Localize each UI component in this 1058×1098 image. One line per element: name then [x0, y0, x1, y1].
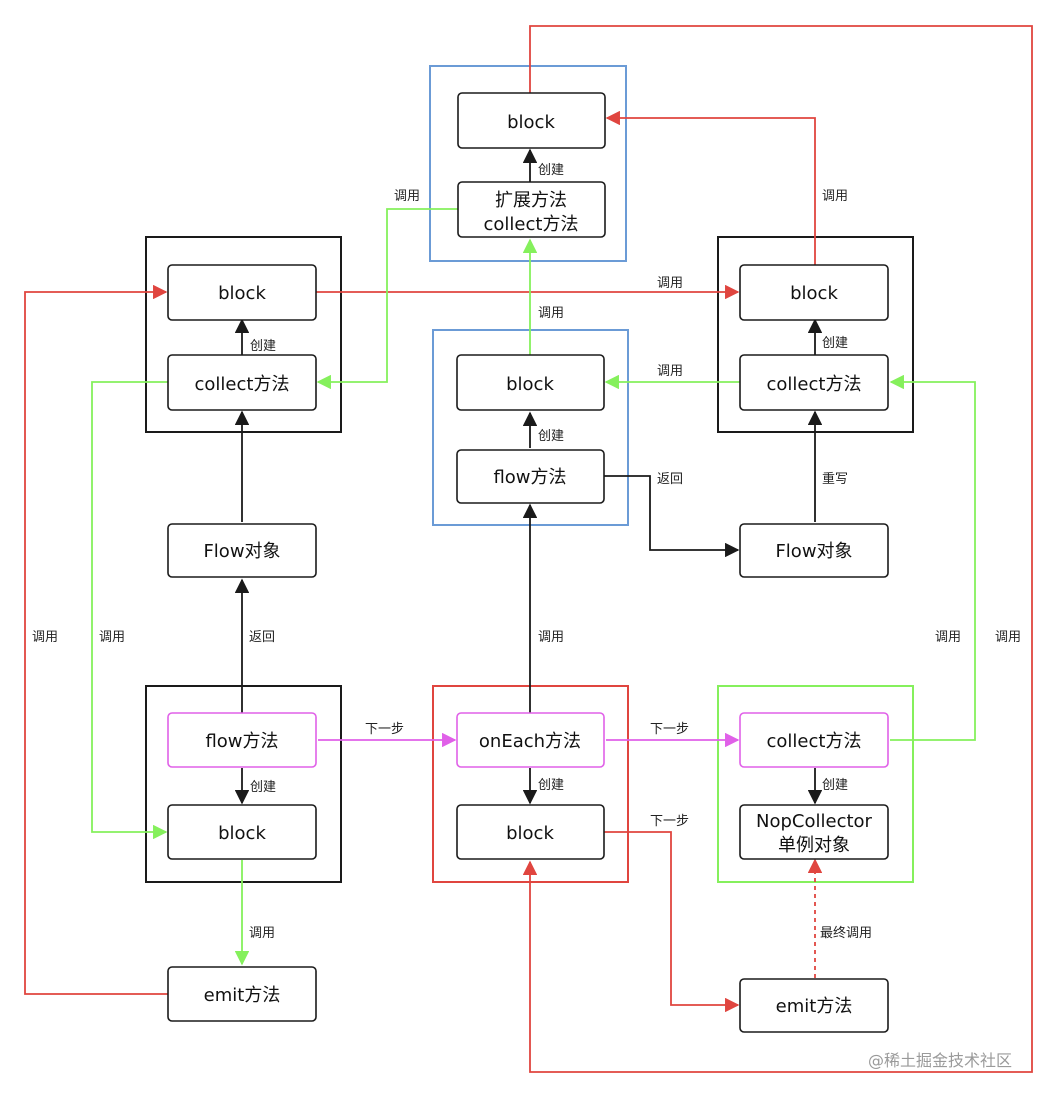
node-mid-bottom-block-label: block	[506, 823, 554, 844]
edge-green-ext-to-left	[316, 208, 458, 390]
label-create-mid: 创建	[538, 429, 564, 444]
node-mid-oneach-label: onEach方法	[479, 731, 581, 752]
label-call-far-right: 调用	[995, 630, 1021, 645]
node-top-block-label: block	[507, 112, 555, 133]
node-right-collect-label: collect方法	[767, 374, 862, 395]
label-next-step-1: 下一步	[365, 722, 404, 737]
label-call-right-green: 调用	[935, 630, 961, 645]
node-mid-flow-method: flow方法	[456, 449, 605, 504]
label-return-mid: 返回	[657, 472, 683, 487]
node-right-block-label: block	[790, 283, 838, 304]
node-left-emit: emit方法	[167, 966, 317, 1022]
node-mid-oneach: onEach方法	[456, 712, 605, 768]
edge-green-right-collect-up	[889, 374, 976, 741]
node-nop-collector: NopCollector 单例对象	[739, 804, 889, 860]
label-create-nop: 创建	[822, 778, 848, 793]
node-mid-flow-method-label: flow方法	[493, 467, 566, 488]
edge-mid-flow-return	[604, 475, 740, 558]
label-call-mid-up: 调用	[538, 306, 564, 321]
edge-red-emit-to-left-block	[24, 284, 168, 995]
label-call-top-right: 调用	[822, 189, 848, 204]
label-call-left-green: 调用	[99, 630, 125, 645]
node-left-block: block	[167, 264, 317, 321]
edge-red-top-loop	[522, 25, 1033, 1073]
node-nop-collector-label-2: 单例对象	[778, 835, 850, 856]
label-create-left-bottom: 创建	[250, 780, 276, 795]
node-left-emit-label: emit方法	[204, 985, 281, 1006]
label-next-step-3: 下一步	[650, 814, 689, 829]
node-left-bottom-block: block	[167, 804, 317, 860]
label-next-step-2: 下一步	[650, 722, 689, 737]
label-call-emit: 调用	[249, 926, 275, 941]
node-mid-block: block	[456, 354, 605, 411]
label-call-to-ext: 调用	[394, 189, 420, 204]
node-right-bottom-collect: collect方法	[739, 712, 889, 768]
node-mid-bottom-block: block	[456, 804, 605, 860]
label-return-left: 返回	[249, 630, 275, 645]
node-ext-collect-label-1: 扩展方法	[495, 190, 567, 211]
watermark: @稀土掘金技术社区	[868, 1051, 1012, 1070]
label-create-right: 创建	[822, 336, 848, 351]
node-mid-block-label: block	[506, 374, 554, 395]
node-nop-collector-label-1: NopCollector	[756, 811, 873, 832]
node-right-flow-object: Flow对象	[739, 523, 889, 578]
node-left-collect-label: collect方法	[195, 374, 290, 395]
group-left-bottom	[145, 685, 342, 883]
node-left-flow-object-label: Flow对象	[203, 541, 280, 562]
node-left-bottom-block-label: block	[218, 823, 266, 844]
group-left-top	[145, 236, 342, 433]
edge-red-right-to-top	[605, 110, 816, 265]
label-create-top: 创建	[538, 163, 564, 178]
label-call-far-left: 调用	[32, 630, 58, 645]
node-left-flow-method: flow方法	[167, 712, 317, 768]
node-left-flow-method-label: flow方法	[205, 731, 278, 752]
node-ext-collect-label-2: collect方法	[484, 214, 579, 235]
node-left-flow-object: Flow对象	[167, 523, 317, 578]
label-create-left: 创建	[250, 339, 276, 354]
group-top-blue	[429, 65, 627, 262]
node-ext-collect: 扩展方法 collect方法	[457, 181, 606, 238]
label-call-center: 调用	[538, 630, 564, 645]
label-create-mid-bottom: 创建	[538, 778, 564, 793]
node-right-flow-object-label: Flow对象	[775, 541, 852, 562]
label-override: 重写	[822, 471, 848, 487]
edge-green-left-collect-to-block	[91, 381, 168, 840]
label-call-left-to-right-block: 调用	[657, 276, 683, 291]
label-call-right-to-mid: 调用	[657, 364, 683, 379]
node-left-block-label: block	[218, 283, 266, 304]
node-right-collect: collect方法	[739, 354, 889, 411]
node-left-collect: collect方法	[167, 354, 317, 411]
label-final-call: 最终调用	[820, 925, 872, 941]
node-right-emit: emit方法	[739, 978, 889, 1033]
node-right-bottom-collect-label: collect方法	[767, 731, 862, 752]
node-top-block: block	[457, 92, 606, 149]
node-right-emit-label: emit方法	[776, 996, 853, 1017]
node-right-block: block	[739, 264, 889, 321]
edge-red-next-step	[604, 831, 740, 1013]
